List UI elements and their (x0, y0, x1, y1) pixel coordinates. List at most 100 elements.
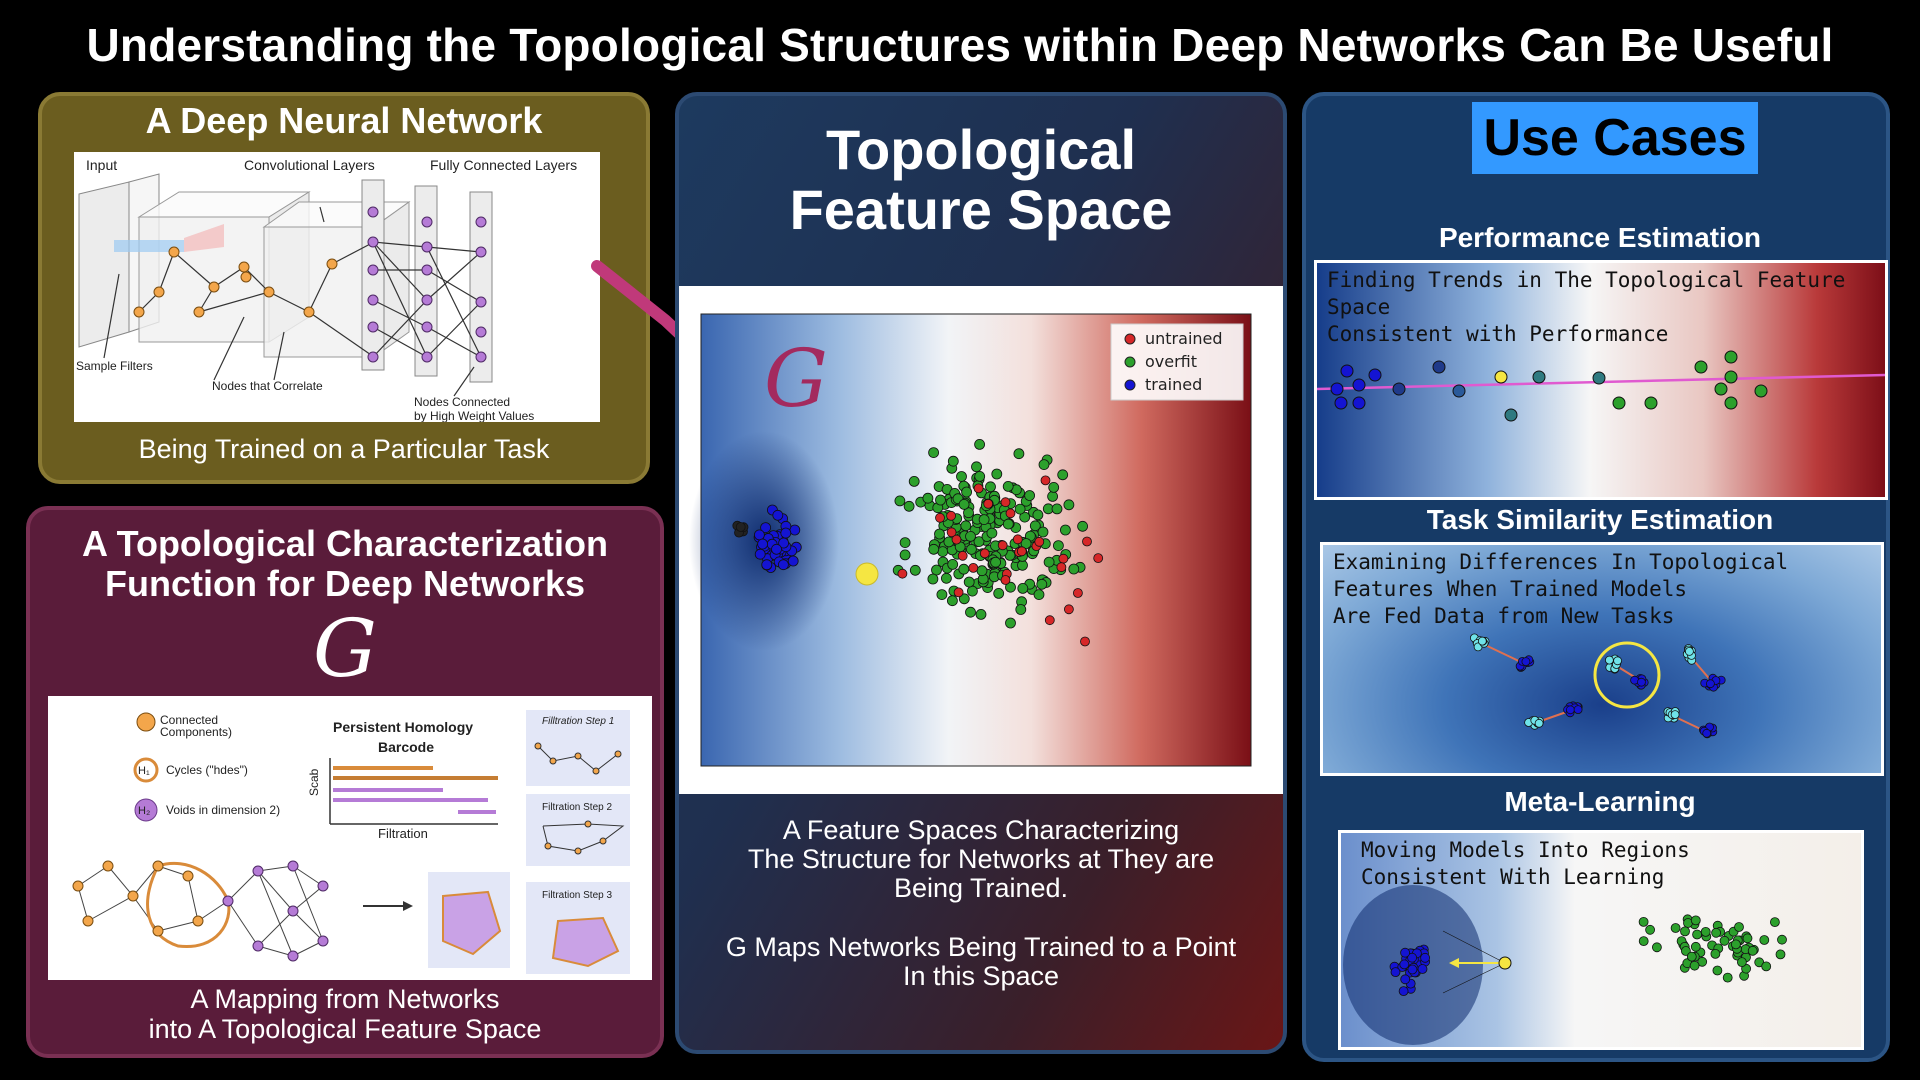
overfit-point (1002, 518, 1014, 530)
overfit-point (1017, 582, 1029, 594)
feature-title-line1: Topological (825, 118, 1137, 181)
meta-overfit-point (1651, 942, 1662, 953)
task-similarity-heading: Task Similarity Estimation (1426, 504, 1774, 535)
overfit-point (935, 494, 946, 506)
label-fc: Fully Connected Layers (430, 157, 577, 173)
meta-overfit-point (1711, 927, 1722, 938)
meta-overfit-point (1777, 934, 1787, 945)
overfit-point (986, 527, 998, 539)
meta-overfit-point (1638, 936, 1649, 946)
task-similarity-text-1: Examining Differences In Topological (1333, 550, 1789, 574)
feature-caption-2a: G Maps Networks Being Trained to a Point (725, 932, 1237, 962)
homology-orange-nodes (72, 860, 204, 937)
dnn-caption: Being Trained on a Particular Task (138, 434, 550, 464)
overfit-point (928, 447, 940, 459)
overfit-point (1015, 604, 1027, 615)
meta-cone-lines (1442, 930, 1506, 994)
overfit-point (978, 514, 990, 526)
legend-overfit-dot (1124, 356, 1136, 368)
overfit-point (1077, 520, 1089, 532)
barcode-title-1: Persistent Homology (333, 719, 473, 735)
overfit-point (958, 563, 970, 575)
overfit-point (1063, 499, 1075, 511)
g-symbol: G (313, 602, 377, 695)
label-connected-2: by High Weight Values (414, 409, 534, 422)
meta-overfit-point (1686, 951, 1697, 962)
overfit-point (947, 455, 959, 467)
untrained-point (946, 527, 957, 538)
meta-overfit-point (1700, 927, 1711, 937)
topo-caption-line2: into A Topological Feature Space (148, 1014, 542, 1044)
overfit-point (931, 564, 942, 576)
legend-h2-badge-text: H₂ (138, 805, 150, 817)
untrained-point (1058, 553, 1069, 564)
overfit-point (1014, 503, 1026, 515)
trained-point (760, 522, 771, 534)
trained-point (780, 527, 792, 539)
meta-overfit-point (1670, 923, 1681, 933)
meta-trained-point (1420, 952, 1430, 963)
untrained-point (897, 568, 908, 579)
meta-overfit-point (1742, 933, 1753, 944)
overfit-point (934, 528, 945, 540)
overfit-point (993, 587, 1005, 599)
overfit-point (903, 500, 915, 512)
feature-caption-1c: Being Trained. (893, 873, 1069, 903)
meta-learning-text-1: Moving Models Into Regions (1361, 838, 1690, 862)
untrained-point (1005, 508, 1016, 519)
overfit-point (965, 606, 976, 618)
dnn-diagram: Input Convolutional Layers Fully Connect… (74, 152, 600, 423)
meta-trained-point (1400, 974, 1411, 985)
untrained-point (997, 540, 1008, 551)
overfit-point (974, 438, 986, 450)
trained-point (735, 522, 746, 532)
overfit-point (947, 558, 959, 570)
label-connected-1: Nodes Connected (414, 395, 510, 409)
overfit-point (963, 576, 975, 588)
meta-learning-plot: Moving Models Into Regions Consistent Wi… (1338, 830, 1864, 1050)
task-point-new (1604, 655, 1614, 665)
task-point-trained (1702, 728, 1712, 738)
legend-trained-dot (1124, 379, 1136, 391)
task-cluster-groups (1469, 633, 1726, 739)
untrained-point (957, 550, 968, 561)
trained-point (754, 548, 766, 560)
dnn-diagram-svg: Input Convolutional Layers Fully Connect… (76, 157, 577, 423)
performance-svg (1317, 350, 1885, 422)
barcode-bars (333, 766, 498, 814)
filtration-step1-label: Filltration Step 1 (542, 716, 614, 727)
overfit-point (1005, 581, 1016, 593)
task-focus-ring (1593, 641, 1661, 709)
untrained-point (1056, 562, 1067, 573)
overfit-point (956, 471, 967, 482)
homology-svg: Connected Components) H₁ Cycles ("hdes")… (72, 710, 630, 974)
feature-scatter-frame: G untrained overfit trained (679, 286, 1283, 794)
overfit-point (1020, 538, 1032, 549)
trained-point (757, 538, 768, 550)
task-point-new (1613, 656, 1623, 666)
task-similarity-text-3: Are Fed Data from New Tasks (1333, 604, 1675, 628)
task-similarity-svg (1469, 633, 1726, 739)
legend-untrained-label: untrained (1145, 329, 1223, 348)
topo-title-line2: Function for Deep Networks (104, 563, 586, 604)
task-point-trained (1573, 705, 1583, 715)
meta-overfit-point (1710, 949, 1721, 959)
meta-overfit-point (1680, 946, 1691, 956)
overfit-point (965, 530, 976, 542)
topo-title: A Topological Characterization Function … (30, 524, 660, 604)
overfit-point (965, 543, 977, 555)
meta-learning-svg (1343, 885, 1787, 1045)
legend-overfit-label: overfit (1145, 352, 1197, 371)
overfit-point (1037, 526, 1049, 538)
scatter-g-symbol: G (764, 332, 828, 425)
mapped-network-point (855, 562, 879, 586)
filtration-mini-graphs (428, 742, 625, 968)
task-point-trained (1636, 677, 1646, 687)
filter-highlight-red (184, 224, 224, 252)
meta-overfit-point (1638, 917, 1649, 927)
homology-cycle (146, 861, 231, 948)
trained-point (789, 524, 801, 536)
performance-text-1: Finding Trends in The Topological Featur… (1327, 268, 1846, 319)
meta-trained-point (1407, 964, 1418, 975)
meta-learning-text-2: Consistent With Learning (1361, 865, 1665, 889)
